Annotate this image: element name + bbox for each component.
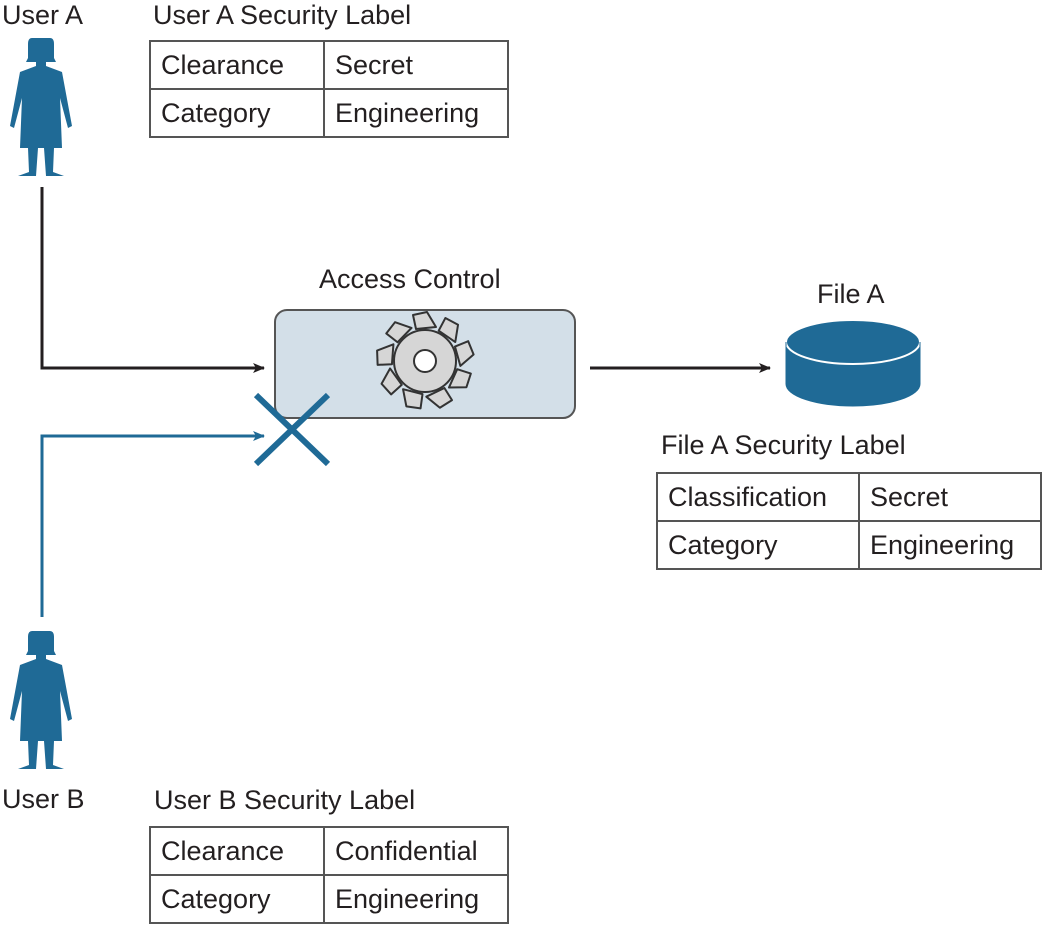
- user-b-name: User B: [2, 784, 85, 814]
- user-a-clearance-key: Clearance: [149, 40, 325, 90]
- user-b-person-icon: [10, 631, 72, 769]
- table-row: Category Engineering: [656, 520, 1042, 570]
- user-a-person-icon: [10, 38, 72, 176]
- table-row: Clearance Confidential: [149, 826, 509, 876]
- user-b-connector: [40, 431, 265, 617]
- table-row: Clearance Secret: [149, 40, 509, 90]
- user-b-clearance-key: Clearance: [149, 826, 325, 876]
- file-a-category-value: Engineering: [858, 520, 1042, 570]
- gear-icon: [376, 311, 475, 410]
- user-b-security-table: Clearance Confidential Category Engineer…: [149, 826, 509, 924]
- user-b-category-value: Engineering: [323, 874, 509, 924]
- user-b-clearance-value: Confidential: [323, 826, 509, 876]
- user-b-category-key: Category: [149, 874, 325, 924]
- file-a-security-table: Classification Secret Category Engineeri…: [656, 472, 1042, 570]
- user-a-name: User A: [2, 0, 84, 30]
- file-a-classification-key: Classification: [656, 472, 860, 522]
- user-a-label-title: User A Security Label: [153, 0, 412, 30]
- table-row: Category Engineering: [149, 874, 509, 924]
- user-a-category-value: Engineering: [323, 88, 509, 138]
- database-icon: [785, 319, 921, 407]
- user-a-clearance-value: Secret: [323, 40, 509, 90]
- file-a-classification-value: Secret: [858, 472, 1042, 522]
- file-a-label-title: File A Security Label: [661, 430, 906, 460]
- file-a-name: File A: [817, 279, 885, 309]
- file-a-category-key: Category: [656, 520, 860, 570]
- user-b-label-title: User B Security Label: [154, 785, 416, 815]
- user-a-security-table: Clearance Secret Category Engineering: [149, 40, 509, 138]
- table-row: Category Engineering: [149, 88, 509, 138]
- user-a-connector: [40, 187, 265, 373]
- access-control-title: Access Control: [319, 264, 501, 294]
- table-row: Classification Secret: [656, 472, 1042, 522]
- denied-x-icon: [253, 392, 331, 467]
- user-a-category-key: Category: [149, 88, 325, 138]
